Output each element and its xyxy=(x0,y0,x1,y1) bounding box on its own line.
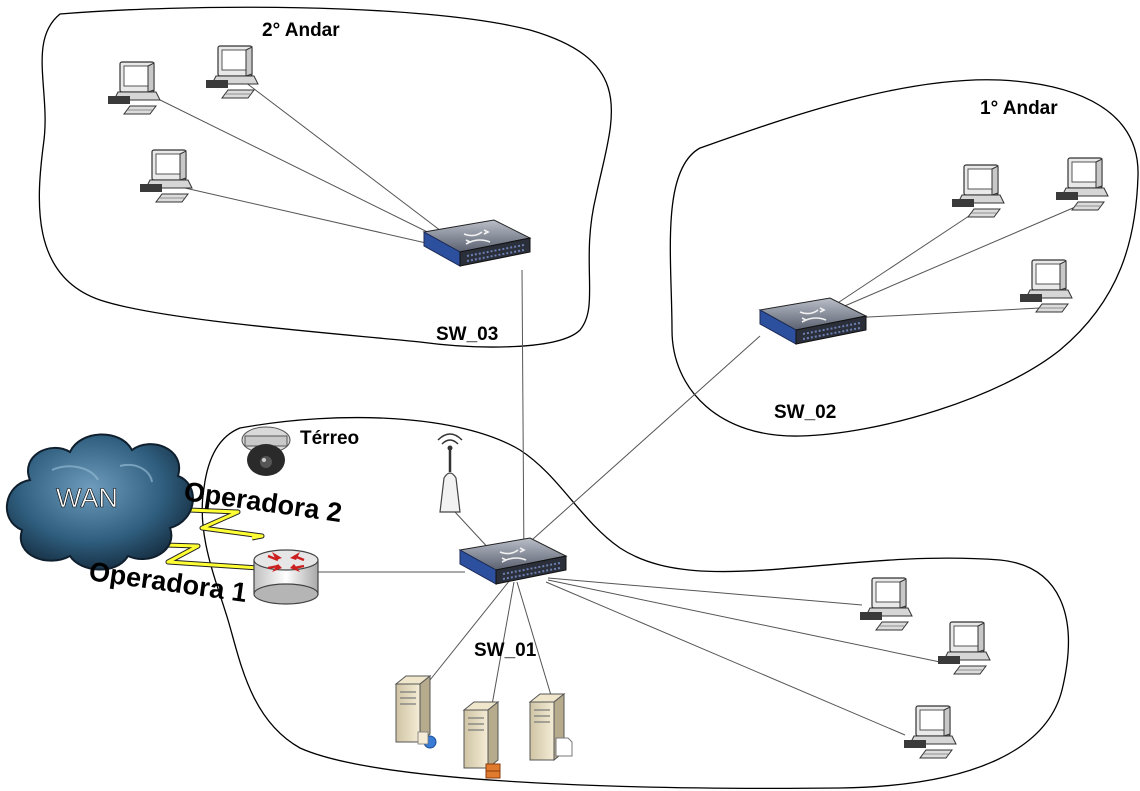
server-icon[interactable] xyxy=(463,701,499,769)
zone-label-1st-floor: 1° Andar xyxy=(980,98,1058,119)
wan-label: WAN xyxy=(56,483,118,513)
zone-1st-floor xyxy=(669,79,1139,437)
computer-icon[interactable] xyxy=(139,149,193,203)
computer-icon[interactable] xyxy=(937,621,991,675)
computer-icon[interactable] xyxy=(1055,157,1109,211)
switch-icon[interactable] xyxy=(423,219,531,267)
cables xyxy=(149,81,1081,736)
cable-server-c-sw01 xyxy=(516,581,554,703)
switch-label-sw02: SW_02 xyxy=(774,402,836,423)
zone-label-2nd-floor: 2° Andar xyxy=(262,20,340,41)
firewall-icon xyxy=(485,763,501,779)
cable-pc-2f-a-sw03 xyxy=(149,94,471,254)
zone-2nd-floor xyxy=(38,6,613,348)
zone-ground-floor xyxy=(201,416,1069,789)
camera-icon xyxy=(241,426,291,476)
carrier-label-2: Operadora 2 xyxy=(182,476,344,528)
computer-icon[interactable] xyxy=(903,705,957,759)
cable-server-a-sw01 xyxy=(429,579,511,681)
cable-sw03-sw01 xyxy=(521,269,525,566)
cable-sw02-sw01 xyxy=(513,335,761,557)
switch-icon[interactable] xyxy=(759,297,867,345)
switch-label-sw03: SW_03 xyxy=(436,324,498,345)
switch-label-sw01: SW_01 xyxy=(474,640,537,661)
cable-pc-t-b-sw01 xyxy=(547,579,941,663)
computer-icon[interactable] xyxy=(951,164,1005,218)
access-point-icon xyxy=(437,433,463,513)
cable-pc-1f-b-sw02 xyxy=(811,204,1081,321)
cable-pc-t-a-sw01 xyxy=(547,577,863,606)
cable-pc-2f-c-sw03 xyxy=(184,187,471,254)
cable-server-b-sw01 xyxy=(491,581,515,706)
zone-label-ground: Térreo xyxy=(300,428,359,449)
cable-pc-2f-b-sw03 xyxy=(244,81,471,254)
cloud-icon xyxy=(5,433,194,571)
computer-icon[interactable] xyxy=(859,577,913,631)
document-icon xyxy=(555,737,573,757)
globe-icon xyxy=(417,731,437,749)
computer-icon[interactable] xyxy=(1019,259,1073,313)
cable-pc-t-c-sw01 xyxy=(545,581,906,736)
cable-pc-1f-a-sw02 xyxy=(811,211,976,321)
router-icon xyxy=(253,549,319,605)
computer-icon[interactable] xyxy=(107,61,161,115)
computer-icon[interactable] xyxy=(205,45,259,99)
switch-icon[interactable] xyxy=(459,537,567,585)
